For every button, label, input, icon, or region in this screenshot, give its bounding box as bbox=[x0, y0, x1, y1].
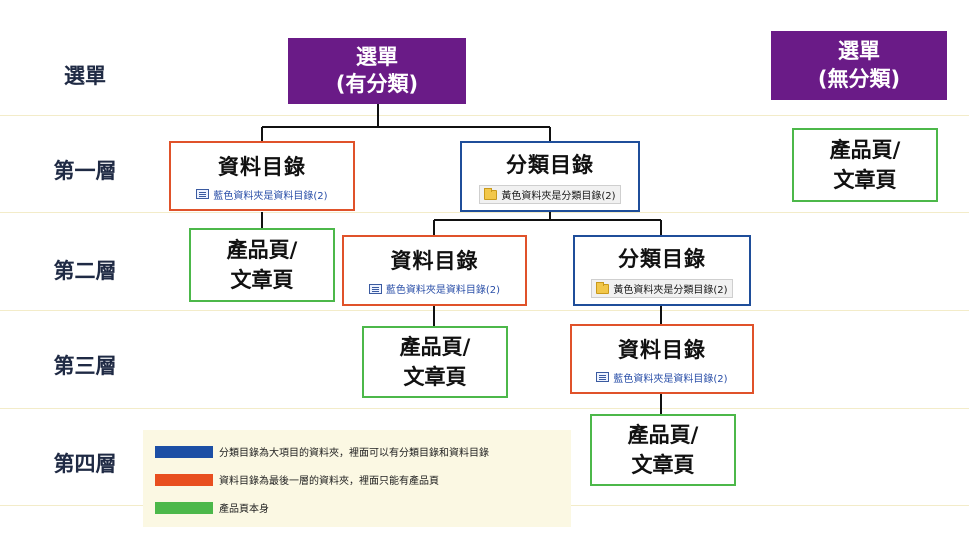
hint-text: 藍色資料夾是資料目錄(2) bbox=[213, 190, 328, 202]
node-title: 文章頁 bbox=[230, 268, 294, 292]
node-title: 資料目錄 bbox=[618, 337, 706, 362]
level-label-2: 第二層 bbox=[53, 259, 117, 283]
product-page-node: 產品頁/ 文章頁 bbox=[792, 128, 938, 202]
legend-item-data: 資料目錄為最後一層的資料夾，裡面只能有產品頁 bbox=[155, 472, 439, 487]
band-divider bbox=[0, 310, 969, 311]
hint-text: 藍色資料夾是資料目錄(2) bbox=[385, 285, 501, 296]
blue-folder-icon bbox=[368, 283, 382, 294]
hint-text: 黃色資料夾是分類目錄(2) bbox=[613, 285, 728, 296]
legend-swatch-orange bbox=[155, 473, 213, 486]
legend-swatch-green bbox=[155, 501, 213, 514]
product-page-node: 產品頁/ 文章頁 bbox=[189, 228, 335, 302]
node-title: 文章頁 bbox=[631, 453, 695, 477]
legend-swatch-blue bbox=[155, 445, 213, 458]
data-directory-node: 資料目錄 藍色資料夾是資料目錄(2) bbox=[169, 141, 355, 211]
band-divider bbox=[0, 408, 969, 409]
level-label-menu: 選單 bbox=[64, 64, 106, 88]
product-page-node: 產品頁/ 文章頁 bbox=[362, 326, 508, 398]
level-label-4: 第四層 bbox=[53, 452, 117, 476]
node-title: 文章頁 bbox=[833, 168, 897, 192]
node-title: 資料目錄 bbox=[218, 154, 306, 179]
legend-item-category: 分類目錄為大項目的資料夾，裡面可以有分類目錄和資料目錄 bbox=[155, 444, 489, 459]
legend-text: 產品頁本身 bbox=[219, 504, 269, 515]
blue-folder-icon bbox=[596, 372, 610, 382]
node-title: 產品頁/ bbox=[627, 422, 699, 447]
menu-subtitle: (有分類) bbox=[335, 72, 419, 96]
data-directory-hint: 藍色資料夾是資料目錄(2) bbox=[196, 187, 328, 202]
menu-title: 選單 bbox=[356, 44, 398, 69]
legend: 分類目錄為大項目的資料夾，裡面可以有分類目錄和資料目錄 資料目錄為最後一層的資料… bbox=[143, 430, 571, 527]
menu-uncategorized: 選單 (無分類) bbox=[771, 31, 947, 100]
category-directory-hint: 黃色資料夾是分類目錄(2) bbox=[591, 279, 733, 298]
data-directory-hint: 藍色資料夾是資料目錄(2) bbox=[368, 281, 501, 296]
menu-categorized: 選單 (有分類) bbox=[288, 38, 466, 104]
band-divider bbox=[0, 212, 969, 213]
data-directory-hint: 藍色資料夾是資料目錄(2) bbox=[596, 370, 728, 385]
node-title: 產品頁/ bbox=[399, 334, 471, 359]
product-page-node: 產品頁/ 文章頁 bbox=[590, 414, 736, 486]
level-label-1: 第一層 bbox=[53, 159, 117, 183]
node-title: 分類目錄 bbox=[506, 153, 594, 177]
legend-text: 資料目錄為最後一層的資料夾，裡面只能有產品頁 bbox=[219, 476, 439, 487]
node-title: 產品頁/ bbox=[829, 137, 901, 162]
yellow-folder-icon bbox=[596, 281, 610, 294]
node-title: 文章頁 bbox=[403, 365, 467, 389]
node-title: 資料目錄 bbox=[390, 249, 479, 273]
category-directory-node: 分類目錄 黃色資料夾是分類目錄(2) bbox=[573, 235, 751, 306]
category-directory-node: 分類目錄 黃色資料夾是分類目錄(2) bbox=[460, 141, 640, 212]
menu-title: 選單 bbox=[838, 39, 880, 64]
data-directory-node: 資料目錄 藍色資料夾是資料目錄(2) bbox=[342, 235, 527, 306]
yellow-folder-icon bbox=[484, 187, 498, 200]
legend-item-product: 產品頁本身 bbox=[155, 500, 269, 515]
band-divider bbox=[0, 115, 969, 116]
category-directory-hint: 黃色資料夾是分類目錄(2) bbox=[479, 185, 621, 204]
menu-subtitle: (無分類) bbox=[817, 66, 901, 91]
hint-text: 藍色資料夾是資料目錄(2) bbox=[613, 373, 728, 385]
blue-folder-icon bbox=[196, 189, 210, 199]
hint-text: 黃色資料夾是分類目錄(2) bbox=[501, 191, 616, 202]
legend-text: 分類目錄為大項目的資料夾，裡面可以有分類目錄和資料目錄 bbox=[219, 448, 489, 459]
node-title: 產品頁/ bbox=[226, 237, 298, 262]
level-label-3: 第三層 bbox=[53, 354, 117, 378]
node-title: 分類目錄 bbox=[618, 247, 706, 271]
data-directory-node: 資料目錄 藍色資料夾是資料目錄(2) bbox=[570, 324, 754, 394]
